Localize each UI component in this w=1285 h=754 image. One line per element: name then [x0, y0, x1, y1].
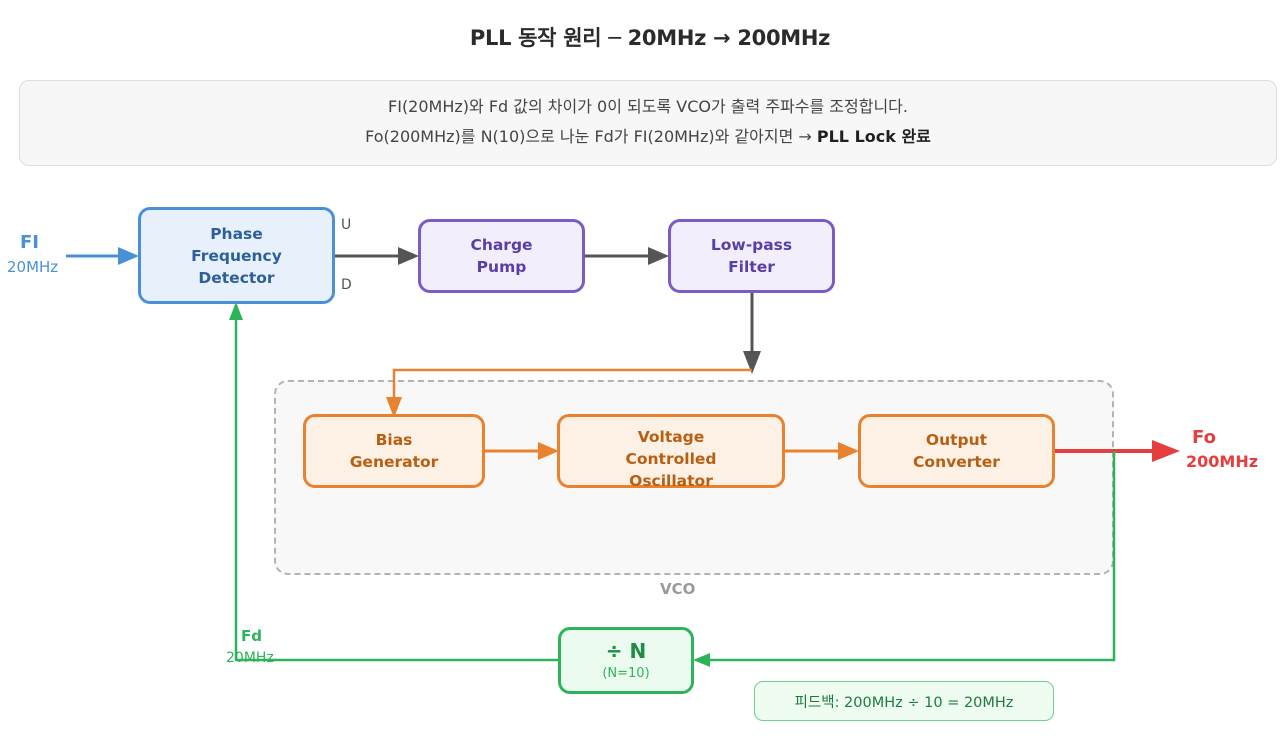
divider-input-arrowhead: [693, 653, 710, 667]
charge-pump-block[interactable]: Charge Pump: [418, 219, 585, 293]
divider-parameter: (N=10): [602, 665, 650, 681]
description-line-2-text: Fo(200MHz)를 N(10)으로 나눈 Fd가 FI(20MHz)와 같아…: [365, 127, 817, 146]
description-line-2: Fo(200MHz)를 N(10)으로 나눈 Fd가 FI(20MHz)와 같아…: [20, 123, 1276, 147]
divider-to-pfd-wire: [234, 318, 558, 662]
vco-to-output-arrowhead: [838, 442, 859, 460]
lpf-label-line-1: Low-pass: [710, 236, 793, 254]
pfd-label-line-2: Frequency: [191, 246, 282, 265]
phase-frequency-detector-block[interactable]: Phase Frequency Detector: [138, 207, 335, 304]
divider-symbol: ÷ N: [605, 638, 647, 663]
description-box: FI(20MHz)와 Fd 값의 차이가 0이 되도록 VCO가 출력 주파수를…: [19, 80, 1277, 166]
charge-pump-label-line-2: Pump: [476, 258, 527, 276]
bias-label-line-1: Bias: [375, 431, 413, 449]
pfd-label-line-3: Detector: [198, 268, 275, 287]
voltage-controlled-oscillator-block[interactable]: Voltage Controlled Oscillator: [557, 414, 785, 490]
pll-lock-label: PLL Lock 완료: [816, 127, 931, 146]
vco-label-line-3: Oscillator: [629, 472, 713, 490]
fi-frequency: 20MHz: [7, 258, 59, 276]
fi-label: FI: [20, 232, 39, 253]
pfd-feedback-arrowhead: [229, 302, 243, 320]
vco-label-line-1: Voltage: [637, 428, 705, 446]
page-title: PLL 동작 원리 ─ 20MHz → 200MHz: [469, 26, 831, 50]
bias-to-vco-arrowhead: [538, 442, 559, 460]
divider-block[interactable]: ÷ N (N=10): [558, 627, 694, 694]
lpf-label-line-2: Filter: [728, 258, 775, 276]
fi-arrowhead: [118, 247, 139, 265]
feedback-to-divider-wire: [710, 451, 1116, 662]
bias-label-line-2: Generator: [349, 453, 439, 471]
fo-label: Fo: [1192, 427, 1216, 448]
feedback-note: 피드백: 200MHz ÷ 10 = 20MHz: [754, 681, 1054, 721]
output-converter-block[interactable]: Output Converter: [858, 414, 1055, 488]
low-pass-filter-block[interactable]: Low-pass Filter: [668, 219, 835, 293]
vco-label-line-2: Controlled: [625, 450, 717, 468]
description-line-1: FI(20MHz)와 Fd 값의 차이가 0이 되도록 VCO가 출력 주파수를…: [388, 97, 908, 116]
pfd-port-down-label: D: [341, 277, 352, 293]
fd-frequency: 20MHz: [226, 650, 274, 666]
fo-frequency: 200MHz: [1186, 452, 1259, 471]
vco-group-label: VCO: [660, 580, 696, 598]
cp-to-lpf-arrowhead: [648, 247, 669, 265]
vctrl-to-bias-wire: [392, 368, 752, 400]
output-converter-label-line-1: Output: [925, 431, 988, 449]
lpf-down-arrowhead: [743, 351, 761, 374]
pfd-label-line-1: Phase: [210, 224, 263, 243]
bias-generator-block[interactable]: Bias Generator: [303, 414, 485, 488]
pfd-port-up-label: U: [341, 217, 352, 233]
fd-label: Fd: [241, 627, 262, 645]
output-converter-label-line-2: Converter: [913, 453, 1000, 471]
pfd-to-cp-arrowhead: [398, 247, 419, 265]
fo-arrowhead: [1152, 440, 1180, 462]
charge-pump-label-line-1: Charge: [470, 236, 533, 254]
vctrl-to-bias-arrowhead: [386, 397, 402, 418]
